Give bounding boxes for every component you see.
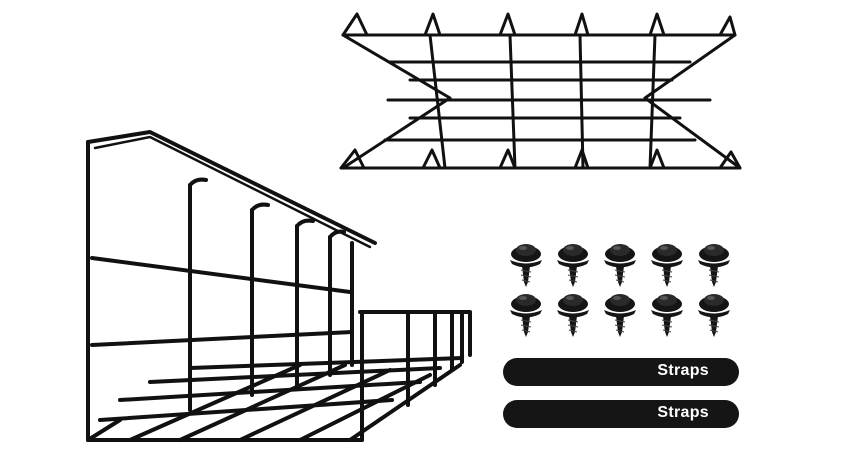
wire-tray-perspective-view (86, 130, 472, 442)
wire-tray-top-view (339, 12, 742, 170)
screw-icon (556, 293, 590, 338)
screw-icon (603, 293, 637, 338)
screw-icon (509, 243, 543, 288)
strap-label: Straps (657, 404, 709, 421)
screw-icon (603, 243, 637, 288)
screw-icon (697, 293, 731, 338)
screw-icon (650, 293, 684, 338)
screw-icon (509, 293, 543, 338)
strap-label: Straps (657, 362, 709, 379)
strap-2: Straps (503, 400, 739, 428)
screw-icon (650, 243, 684, 288)
screw-icon (556, 243, 590, 288)
screw-set (509, 243, 731, 338)
screw-icon (697, 243, 731, 288)
strap-1: Straps (503, 358, 739, 386)
